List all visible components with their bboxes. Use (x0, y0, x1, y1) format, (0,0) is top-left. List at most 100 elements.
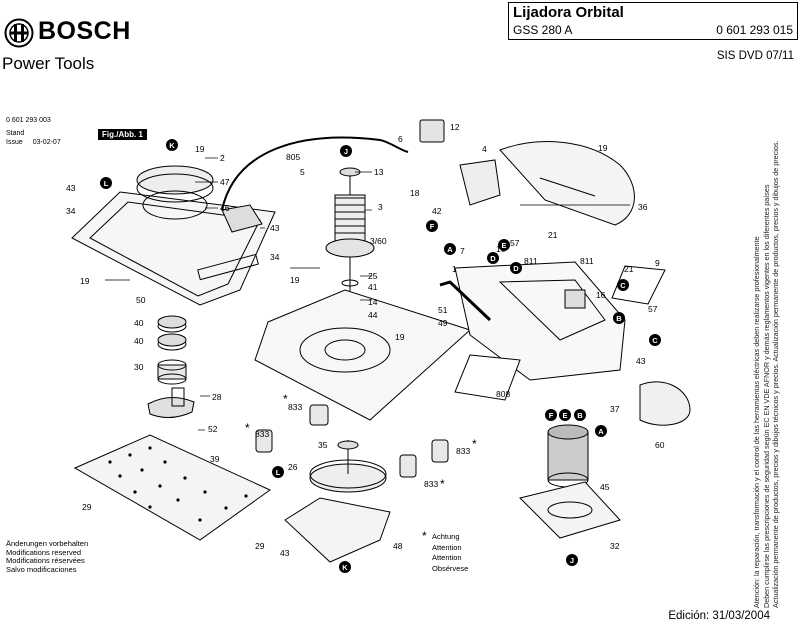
part-label: 833 (424, 479, 438, 489)
side-note-line: Actualización permanente de productos, p… (771, 140, 781, 608)
asterisk-icon: * (422, 529, 427, 543)
svg-text:J: J (344, 147, 348, 156)
svg-text:E: E (562, 411, 567, 420)
dust-ring-47 (136, 165, 214, 195)
part-label: 18 (410, 188, 420, 198)
drawing-info: 0 601 293 003 Stand Issue 03-02-07 (6, 116, 61, 147)
part-label: 40 (134, 318, 144, 328)
part-label: 833 (288, 402, 302, 412)
power-cable (221, 136, 409, 211)
part-label: 50 (136, 295, 146, 305)
marker-a-bottom: A (595, 425, 607, 437)
marker-j-bottom: J (566, 554, 578, 566)
svg-text:J: J (570, 556, 574, 565)
drawing-part-number: 0 601 293 003 (6, 117, 51, 124)
svg-text:L: L (276, 468, 281, 477)
part-label: 57 (648, 304, 658, 314)
modifications-note: Änderungen vorbehalten Modifications res… (6, 539, 89, 574)
part-label: 39 (210, 454, 220, 464)
part-label: 19 (395, 332, 405, 342)
stand-label: Stand (6, 130, 25, 137)
part-label: 47 (220, 177, 230, 187)
part-label: 3 (378, 202, 383, 212)
part-label: 25 (368, 271, 378, 281)
attention-line: Obsérvese (432, 563, 469, 573)
edition-date: Edición: 31/03/2004 (668, 610, 770, 622)
marker-j-top: J (340, 145, 352, 157)
attention-line: Attention (432, 542, 462, 552)
part-label: 833 (255, 429, 269, 439)
part-label: 19 (195, 144, 205, 154)
svg-text:D: D (490, 254, 496, 263)
part-label: 32 (610, 541, 620, 551)
asterisk-mark: * (440, 477, 445, 491)
part-label: 51 (438, 305, 448, 315)
part-label: 49 (438, 318, 448, 328)
part-label: 29 (82, 502, 92, 512)
marker-e-bottom: E (559, 409, 571, 421)
svg-text:F: F (430, 222, 435, 231)
marker-a-top: A (444, 243, 456, 255)
issue-label: Issue (6, 139, 23, 146)
stator (547, 431, 589, 481)
part-label: 26 (288, 462, 298, 472)
product-title: Lijadora Orbital (513, 4, 624, 21)
part-label: 36 (638, 202, 648, 212)
part-label: 21 (624, 264, 634, 274)
svg-text:K: K (169, 141, 175, 150)
part-label: 808 (496, 389, 510, 399)
part-label: 60 (655, 440, 665, 450)
svg-text:D: D (513, 264, 519, 273)
svg-text:A: A (598, 427, 604, 436)
marker-l-top: L (100, 177, 112, 189)
part-label: 43 (280, 548, 290, 558)
marker-f-bottom: F (545, 409, 557, 421)
part-label: 57 (510, 238, 520, 248)
part-label: 48 (393, 541, 403, 551)
part-label: 35 (318, 440, 328, 450)
asterisk-mark: * (472, 437, 477, 451)
part-label: 28 (212, 392, 222, 402)
part-label: 7 (460, 246, 465, 256)
part-label: 29 (255, 541, 265, 551)
mod-line: Änderungen vorbehalten (6, 539, 89, 548)
part-label: 19 (598, 143, 608, 153)
armature (334, 194, 366, 246)
attention-line: Achtung (432, 532, 460, 541)
base-plate-shape (71, 191, 276, 306)
svg-text:E: E (501, 241, 506, 250)
part-label: 46 (220, 203, 230, 213)
sis-code: SIS DVD 07/11 (716, 50, 794, 62)
marker-l-bottom: L (272, 466, 284, 478)
part-label: 40 (134, 336, 144, 346)
svg-text:A: A (447, 245, 453, 254)
dust-extraction-shroud (284, 497, 391, 563)
part-label: 12 (450, 122, 460, 132)
part-label: 6 (398, 134, 403, 144)
part-label: 44 (368, 310, 378, 320)
part-label: 43 (270, 223, 280, 233)
sanding-pad-shape (73, 434, 271, 541)
asterisk-mark: * (283, 392, 288, 406)
part-label: 9 (655, 258, 660, 268)
part-label: 41 (368, 282, 378, 292)
part-label: 811 (524, 256, 538, 266)
part-label: 13 (374, 167, 384, 177)
marker-f-top: F (426, 220, 438, 232)
part-label: 52 (208, 424, 218, 434)
marker-k-bottom: K (339, 561, 351, 573)
marker-k-top: K (166, 139, 178, 151)
product-number: 0 601 293 015 (716, 23, 793, 37)
part-label: 43 (636, 356, 646, 366)
marker-d-top: D (487, 252, 499, 264)
marker-b-top: B (613, 312, 625, 324)
model-name: GSS 280 A (513, 23, 573, 37)
part-label: 4 (482, 144, 487, 154)
brand-subtitle: Power Tools (2, 54, 95, 73)
part-label: 811 (580, 256, 594, 266)
marker-e-top: E (498, 239, 510, 251)
part-label: 45 (600, 482, 610, 492)
mod-line: Salvo modificaciones (6, 564, 77, 574)
marker-c-bottom: C (649, 334, 661, 346)
part-label: 16 (596, 290, 606, 300)
